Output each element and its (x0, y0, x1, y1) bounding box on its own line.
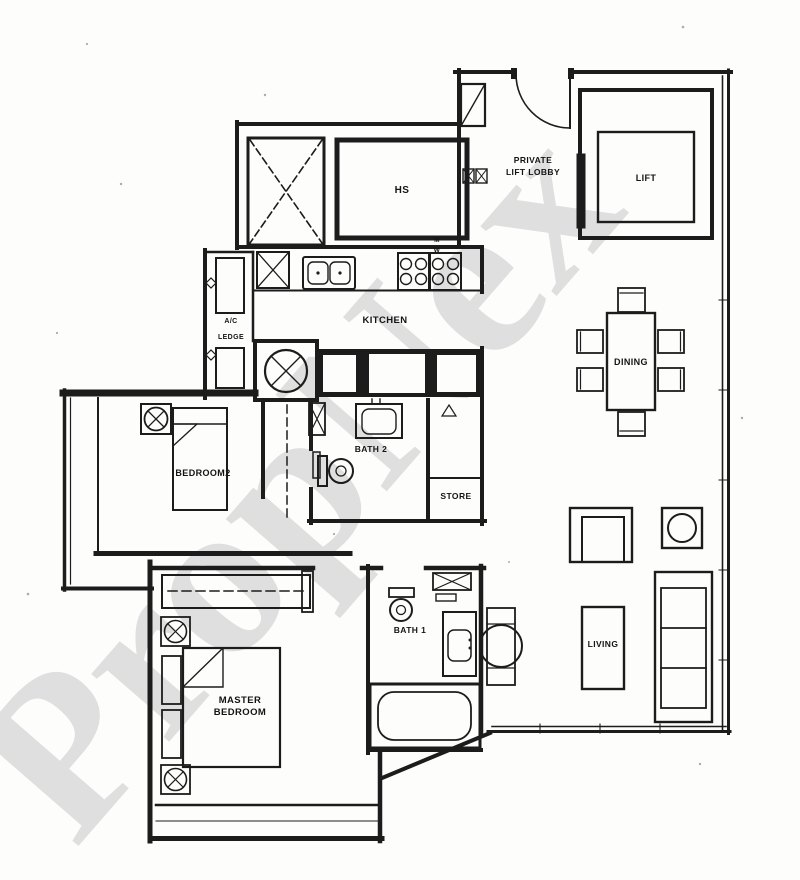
bath2-door-leaf (312, 451, 321, 479)
scan-speckles (26, 25, 744, 766)
bath2-sink (355, 398, 403, 439)
shaft-icon (308, 402, 326, 436)
dining-set (576, 287, 685, 437)
ac-unit-2 (215, 347, 245, 389)
ac-unit-1 (215, 257, 245, 314)
label-living: LIVING (588, 639, 619, 649)
label-lift: LIFT (636, 173, 657, 183)
bath1-sink (442, 611, 477, 677)
washer (253, 339, 319, 402)
ceiling-fan-icon (160, 764, 191, 795)
bath2-toilet (317, 455, 354, 487)
side-table (161, 709, 182, 759)
kitchen-fixtures: M W (253, 237, 483, 402)
label-ac-line1: A/C (224, 318, 237, 325)
bath2-fixtures (312, 398, 458, 487)
lift-car (596, 130, 696, 224)
pipe-diamond-icon (205, 277, 217, 289)
single-bed (172, 407, 228, 511)
label-bath2: BATH 2 (355, 444, 387, 454)
label-master-line2: BEDROOM (214, 707, 266, 718)
riser-shaft (459, 82, 487, 128)
round-table (479, 607, 523, 686)
bath1-shaft-icon (432, 572, 472, 602)
side-table (161, 655, 182, 705)
lower-counter (317, 349, 482, 397)
label-dining: DINING (614, 357, 648, 367)
ceiling-fan-icon (140, 403, 172, 435)
blanket-fold (181, 647, 224, 688)
lamp-table (660, 506, 704, 550)
living-furniture (568, 506, 714, 724)
coffee-table (580, 605, 626, 691)
drain-shaft (256, 251, 290, 289)
ac-ledge (205, 257, 245, 389)
bath1-toilet (388, 587, 415, 622)
label-hs: HS (395, 185, 410, 196)
entry-door-swing (515, 73, 571, 129)
label-kitchen: KITCHEN (362, 315, 407, 326)
store-vent-triangle (440, 403, 458, 417)
master-wardrobe (161, 570, 314, 613)
stove-hob (397, 252, 462, 291)
tv-console (568, 506, 634, 564)
bath1-fixtures (368, 572, 523, 750)
kitchen-sink (302, 256, 356, 290)
double-bed (181, 646, 282, 769)
sofa (653, 570, 714, 724)
windows (486, 68, 732, 735)
pipe-diamond-icon (205, 349, 217, 361)
dining-table (605, 311, 657, 412)
void-shaft (246, 136, 326, 247)
hs-block (246, 136, 470, 247)
room-labels: HS PRIVATE LIFT LOBBY LIFT KITCHEN A/C L… (175, 155, 656, 718)
label-ac-line2: LEDGE (218, 334, 244, 341)
blanket-fold (172, 423, 199, 448)
label-lobby-line2: LIFT LOBBY (506, 167, 560, 177)
bathtub (368, 682, 482, 750)
label-meter-w: W (434, 247, 441, 254)
label-bedroom2: BEDROOM2 (175, 468, 230, 478)
dining-chair (576, 287, 685, 437)
bedroom2-furniture (140, 402, 326, 520)
label-meter-m: M (434, 237, 440, 244)
ceiling-fan-icon (160, 616, 191, 647)
label-lobby-line1: PRIVATE (514, 155, 552, 165)
master-furniture (160, 570, 314, 795)
label-bath1: BATH 1 (394, 625, 426, 635)
walls (59, 68, 733, 844)
label-store: STORE (440, 491, 471, 501)
household-shelter (334, 137, 470, 241)
lift-block (459, 68, 714, 240)
label-master-line1: MASTER (219, 695, 262, 706)
